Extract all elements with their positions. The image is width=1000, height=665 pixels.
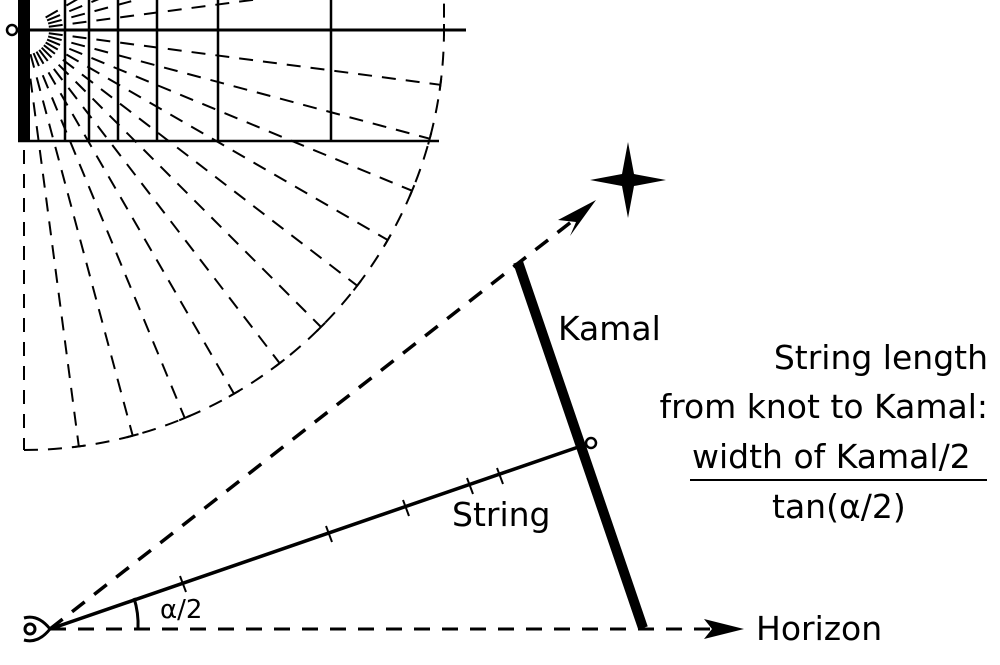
sightline-to-star [48,213,582,631]
scale-ray [45,0,78,19]
scale-ray [46,0,100,22]
scale-ray [46,38,413,192]
string-knots [179,467,504,593]
scale-ray [32,52,186,419]
formula-denominator: tan(α/2) [772,487,906,526]
scale-ray [48,0,260,28]
formula-line2: from knot to Kamal: [659,387,989,426]
scale-ray [43,44,358,287]
formula-line1: String length [773,338,988,377]
formula-numerator: width of Kamal/2 [692,437,971,476]
scale-ray [38,49,281,364]
knot-top [5,23,19,37]
scale-ray [48,32,441,86]
horizon-label: Horizon [756,609,883,648]
star-icon [590,142,666,218]
sightline-arrow-icon [558,200,596,236]
kamal-label: Kamal [558,309,661,348]
scale-grid [18,0,466,143]
horizon-arrow-icon [704,619,744,639]
scale-ray [40,46,322,328]
scale-arc [23,0,445,451]
scale-ray [29,53,134,436]
scale-ray [26,54,80,447]
scale-ray [47,35,430,140]
scale-ray [35,51,235,395]
string-label: String [452,495,551,534]
eye-icon [23,615,52,643]
kamal-board-top [18,0,30,141]
angle-label: α/2 [160,595,203,625]
angle-arc [132,597,140,630]
string-knot [584,436,598,450]
string-line [49,441,591,631]
